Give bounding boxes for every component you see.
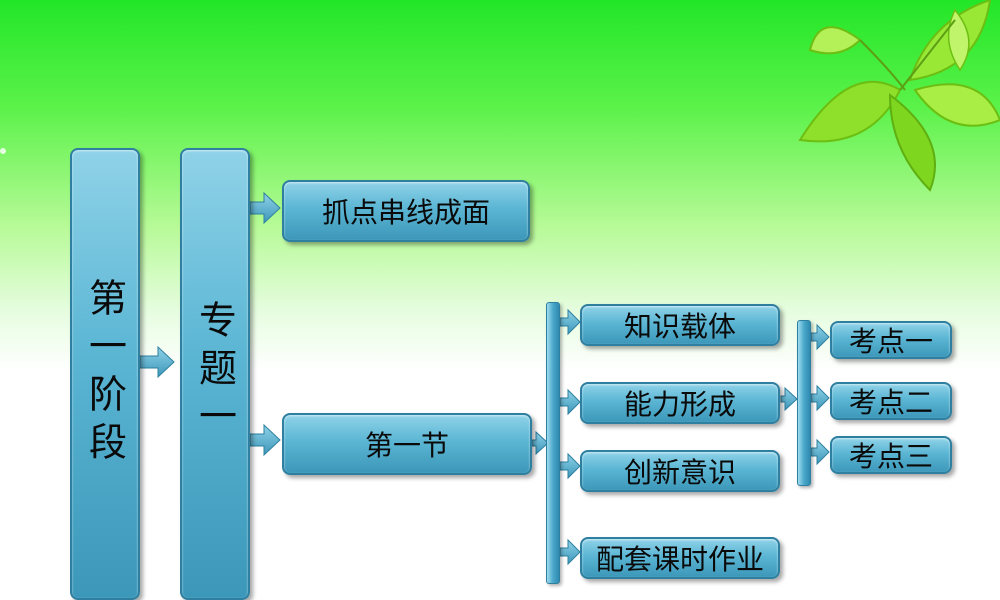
topic-label: 专题一 — [192, 300, 237, 444]
part-label-3: 创新意识 — [623, 456, 736, 489]
green-leaves-decoration — [798, 0, 1000, 192]
part-label-4: 配套课时作业 — [595, 543, 764, 576]
part-box-3: 创新意识 — [580, 450, 780, 492]
part-box-1: 知识载体 — [580, 304, 780, 346]
decorative-dot — [0, 148, 6, 154]
point-label-2: 考点二 — [848, 386, 933, 419]
branch-top-box: 抓点串线成面 — [282, 180, 530, 242]
stage-label: 第一阶段 — [82, 278, 127, 470]
arrow-to-part-4 — [559, 538, 581, 566]
section-label: 第一节 — [364, 429, 449, 462]
arrow-topic-to-branch — [249, 191, 281, 225]
arrow-to-part-2 — [559, 388, 581, 416]
branch-top-label: 抓点串线成面 — [321, 196, 490, 229]
point-label-3: 考点三 — [848, 440, 933, 473]
arrow-to-part-1 — [559, 308, 581, 336]
arrow-to-point-1 — [810, 323, 830, 351]
part-box-2: 能力形成 — [580, 382, 780, 424]
point-box-3: 考点三 — [830, 436, 952, 474]
arrow-stage-to-topic — [139, 345, 175, 379]
part-label-2: 能力形成 — [623, 388, 736, 421]
arrow-to-part-3 — [559, 452, 581, 480]
stage-box: 第一阶段 — [70, 148, 140, 600]
arrow-part2-to-bar — [780, 386, 798, 412]
part-box-4: 配套课时作业 — [580, 537, 780, 579]
section-box: 第一节 — [282, 413, 532, 475]
topic-box: 专题一 — [180, 148, 250, 600]
point-label-1: 考点一 — [848, 325, 933, 358]
arrow-to-point-3 — [810, 438, 830, 466]
points-bracket-bar — [797, 320, 811, 486]
point-box-2: 考点二 — [830, 382, 952, 420]
arrow-section-to-bar — [531, 430, 549, 456]
arrow-to-point-2 — [810, 384, 830, 412]
point-box-1: 考点一 — [830, 321, 952, 359]
part-label-1: 知识载体 — [623, 310, 736, 343]
parts-bracket-bar — [546, 302, 560, 584]
arrow-topic-to-section — [249, 423, 281, 457]
